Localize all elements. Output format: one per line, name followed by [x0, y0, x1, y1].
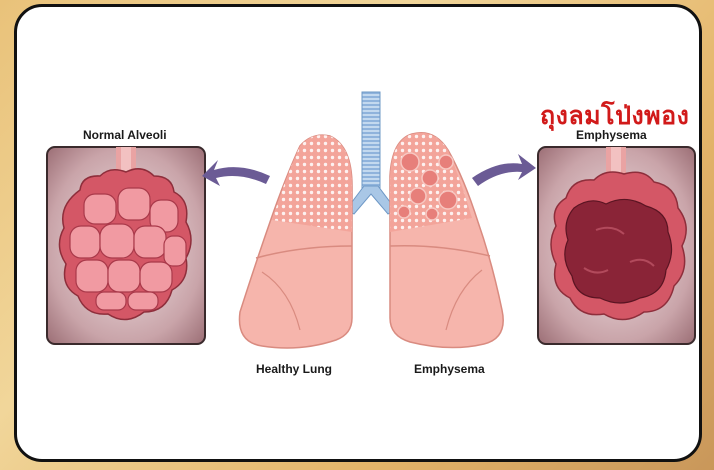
emphysema-lung	[390, 133, 503, 348]
right-arrow	[472, 154, 536, 186]
trachea	[346, 92, 396, 214]
emphysema-panel-label: Emphysema	[576, 128, 647, 142]
left-arrow	[202, 160, 270, 186]
emphysema-lung-label: Emphysema	[414, 362, 485, 376]
normal-alveoli-panel	[47, 147, 205, 344]
normal-alveoli-label: Normal Alveoli	[83, 128, 167, 142]
healthy-lung	[239, 135, 352, 348]
emphysema-panel	[538, 147, 695, 344]
healthy-lung-label: Healthy Lung	[256, 362, 332, 376]
